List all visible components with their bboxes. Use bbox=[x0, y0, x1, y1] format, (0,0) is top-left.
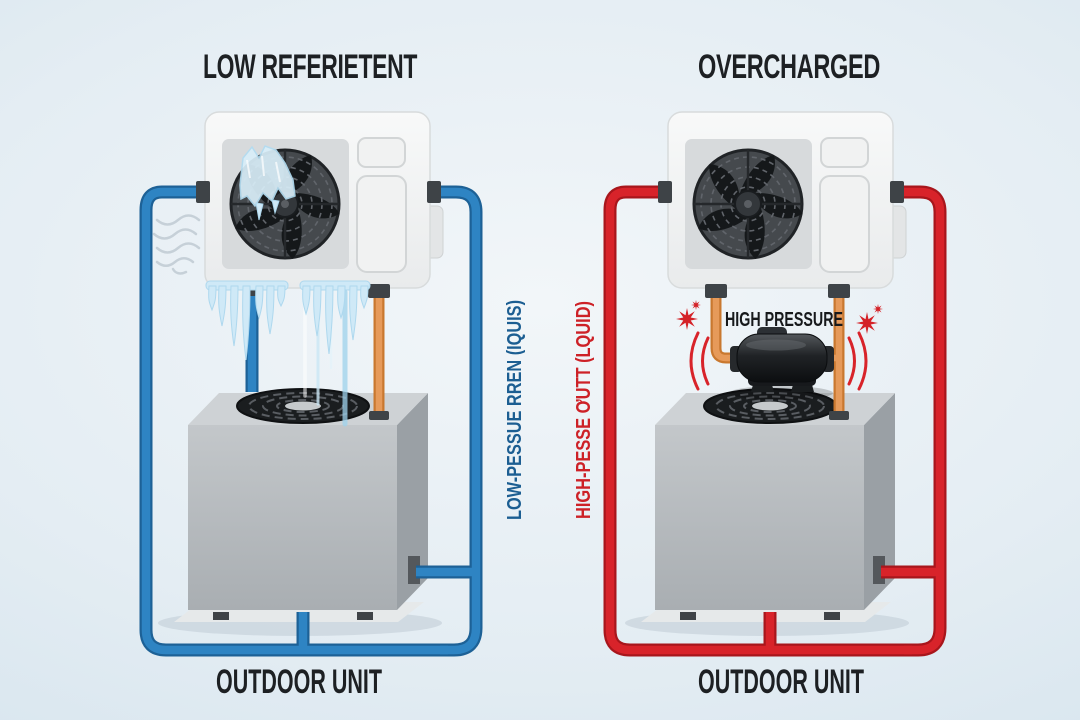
indoor-unit bbox=[667, 111, 907, 289]
outdoor-unit-box bbox=[158, 389, 442, 636]
vibration-arcs-icon bbox=[689, 331, 868, 391]
indoor-fan-icon bbox=[694, 150, 803, 259]
high-pressure-label: HIGH PRESSURE bbox=[725, 309, 843, 331]
pipe-connectors bbox=[658, 181, 904, 420]
frost-wind-icon bbox=[152, 214, 201, 275]
left-pipe-label: LOW-PESSUE RREN (IQUIS) bbox=[504, 300, 526, 520]
outdoor-unit-box bbox=[625, 389, 909, 636]
ice-patch-icon bbox=[239, 145, 296, 221]
indoor-unit bbox=[204, 111, 444, 289]
right-title: OVERCHARGED bbox=[698, 48, 880, 86]
right-outdoor-unit-label: OUTDOOR UNIT bbox=[698, 663, 864, 701]
left-diagram-low-refrigerant: LOW REFERIETENT OUTDOOR UNIT LOW-PESSUE … bbox=[146, 48, 526, 701]
right-pipe-label: HIGH-PESSE ƠUTT (LQUID) bbox=[573, 301, 595, 519]
compressor-icon bbox=[729, 327, 834, 400]
icicles-icon bbox=[205, 280, 371, 361]
left-title: LOW REFERIETENT bbox=[203, 48, 417, 86]
right-diagram-overcharged: OVERCHARGED HIGH PRESSURE OUTDOOR UNIT H… bbox=[573, 48, 940, 701]
left-outdoor-unit-label: OUTDOOR UNIT bbox=[216, 663, 382, 701]
